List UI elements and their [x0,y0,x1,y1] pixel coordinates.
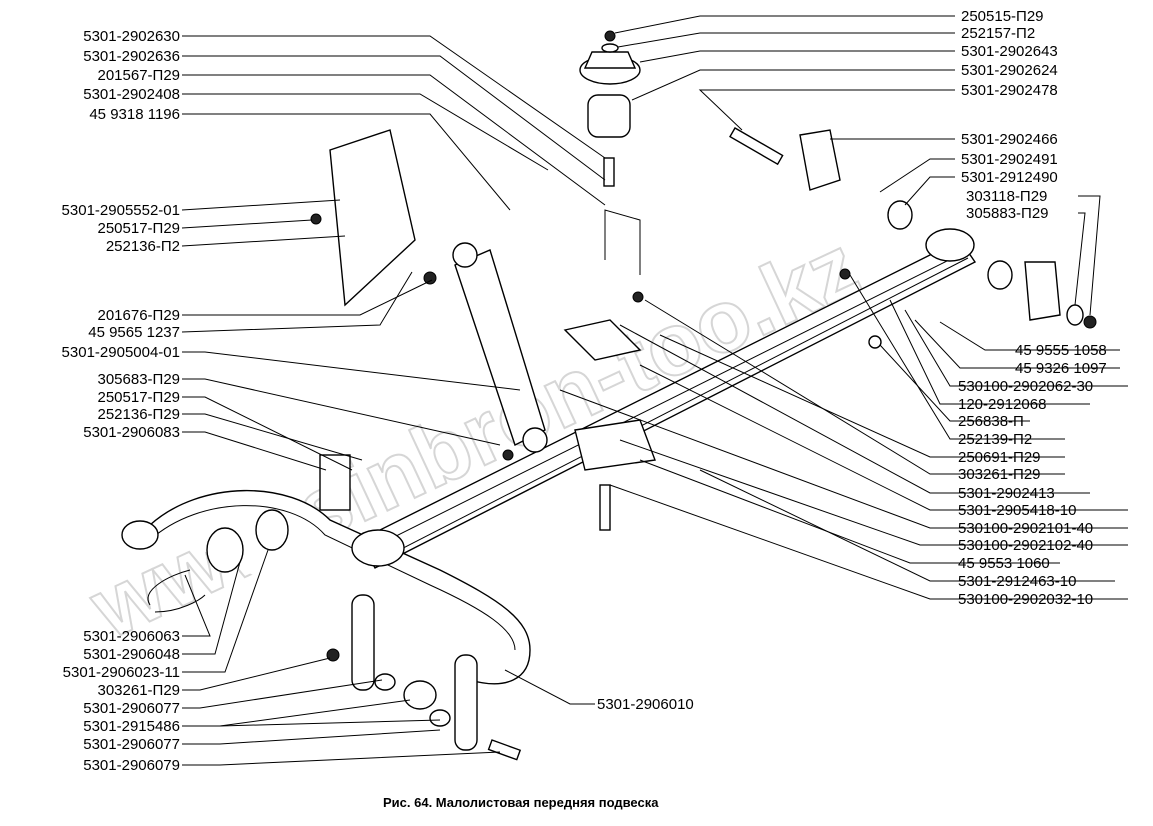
lower-bracket [319,454,351,511]
bump-stop [587,94,631,138]
part-label: 5301-2902630 [83,28,180,45]
part-label: 45 9318 1196 [89,106,180,123]
part-label: 5301-2906083 [83,424,180,441]
part-label: 252139-П2 [958,431,1032,448]
part-label: 305683-П29 [97,371,180,388]
part-label: 530100-2902102-40 [958,537,1093,554]
u-bolt [604,209,641,275]
shackle-plate-2 [1024,261,1061,321]
shock-absorber [454,249,546,446]
part-label: 45 9553 1060 [958,555,1050,572]
part-label: 120-2912068 [958,396,1046,413]
part-label: 252136-П29 [97,406,180,423]
part-label: 5301-2902478 [961,82,1058,99]
part-label: 252157-П2 [961,25,1035,42]
part-label: 5301-2902636 [83,48,180,65]
part-label: 5301-2906079 [83,757,180,774]
part-label: 5301-2905552-01 [62,202,180,219]
part-label: 303118-П29 [966,188,1047,205]
part-label: 256838-П [958,413,1024,430]
part-label: 5301-2902643 [961,43,1058,60]
spring-eye-rear [925,228,975,262]
part-label: 5301-2905004-01 [62,344,180,361]
left-labels: 5301-2902630 5301-2902636 201567-П29 5301-2… [62,28,180,774]
part-label: 252136-П2 [106,238,180,255]
part-label: 530100-2902062-30 [958,378,1093,395]
link-plate-2 [454,654,478,751]
part-label: 5301-2906077 [83,736,180,753]
part-label: 5301-2905418-10 [958,502,1076,519]
figure-caption: Рис. 64. Малолистовая передняя подвеска [383,795,659,810]
part-label: 45 9326 1097 [1015,360,1107,377]
part-label: 305883-П29 [966,205,1049,222]
part-label: 5301-2906048 [83,646,180,663]
part-label: 5301-2902413 [958,485,1055,502]
part-label: 250517-П29 [97,220,180,237]
part-label: 250517-П29 [97,389,180,406]
stabilizer-bar [149,489,531,685]
part-label: 5301-2906063 [83,628,180,645]
part-label-stabilizer: 5301-2906010 [597,696,694,713]
spring-pad [563,319,642,361]
part-label: 45 9565 1237 [88,324,180,341]
part-label: 303261-П29 [958,466,1041,483]
part-label: 5301-2902466 [961,131,1058,148]
bracket-cushion [206,527,244,573]
part-label: 5301-2902408 [83,86,180,103]
part-label: 530100-2902032-10 [958,591,1093,608]
part-label: 45 9555 1058 [1015,342,1107,359]
part-label: 5301-2912490 [961,169,1058,186]
part-label: 530100-2902101-40 [958,520,1093,537]
spring-plate [574,419,656,471]
part-label: 201676-П29 [97,307,180,324]
part-label: 201567-П29 [97,67,180,84]
leader-lines [181,15,1128,766]
bushing-left [121,520,159,550]
part-label: 250515-П29 [961,8,1044,25]
link-plate-1 [351,594,375,691]
part-label: 303261-П29 [97,682,180,699]
part-label: 5301-2906023-11 [63,664,180,681]
shackle-plate [799,129,841,191]
front-bracket [329,129,416,307]
part-label: 5301-2906077 [83,700,180,717]
part-label: 250691-П29 [958,449,1041,466]
part-label: 5301-2915486 [83,718,180,735]
bracket-cushion-2 [255,509,289,551]
part-label: 5301-2902491 [961,151,1058,168]
part-label: 5301-2902624 [961,62,1058,79]
spring-eye-front [351,529,405,567]
drawing [121,30,1097,761]
part-label: 5301-2912463-10 [958,573,1076,590]
